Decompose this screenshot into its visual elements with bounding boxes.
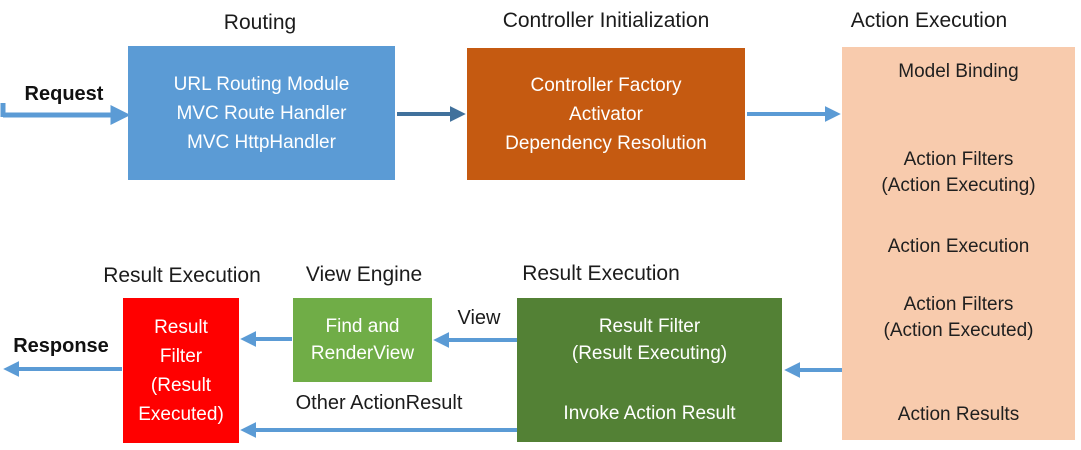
controller-box-line: Controller Factory (530, 74, 682, 96)
controller-initialization-stage-title: Controller Initialization (502, 9, 710, 32)
action-box-line: Action Filters (903, 294, 1014, 315)
action-box-line: Action Filters (903, 149, 1014, 170)
action-execution-box: Model Binding Action Filters (Action Exe… (842, 47, 1075, 440)
view-engine-box-line: RenderView (310, 343, 415, 364)
request-label: Request (24, 83, 104, 105)
result-final-box-line: Result (154, 316, 208, 338)
result-final-box-line: Filter (159, 345, 203, 367)
routing-box-line: MVC HttpHandler (187, 131, 336, 153)
other-actionresult-edge-label: Other ActionResult (295, 392, 463, 414)
result-filter-box-line: (Result Executing) (571, 343, 728, 364)
result-filter-executed-box: Result Filter (Result Executed) (123, 298, 239, 443)
result-execution-final-stage-title: Result Execution (103, 264, 261, 287)
action-box-line: Action Results (897, 404, 1020, 425)
response-label: Response (13, 335, 109, 357)
result-execution-filter-stage-title: Result Execution (522, 262, 680, 285)
routing-box-line: MVC Route Handler (176, 102, 347, 124)
action-box-line: (Action Executed) (883, 320, 1034, 341)
controller-initialization-box: Controller Factory Activator Dependency … (467, 48, 745, 180)
action-box-line: (Action Executing) (881, 175, 1036, 196)
routing-box: URL Routing Module MVC Route Handler MVC… (128, 46, 395, 180)
result-filter-box-line: Result Filter (598, 316, 701, 337)
action-box-line: Model Binding (898, 61, 1019, 82)
routing-stage-title: Routing (223, 11, 297, 34)
action-box-line: Action Execution (887, 236, 1030, 257)
controller-box-line: Dependency Resolution (505, 132, 707, 154)
result-filter-executing-box: Result Filter (Result Executing) Invoke … (517, 298, 782, 442)
controller-box-line: Activator (569, 103, 643, 125)
action-execution-stage-title: Action Execution (850, 9, 1008, 32)
result-final-box-line: Executed) (138, 403, 224, 425)
routing-box-line: URL Routing Module (173, 73, 350, 95)
view-engine-stage-title: View Engine (305, 263, 423, 286)
view-engine-box-line: Find and (325, 316, 400, 337)
view-engine-box: Find and RenderView (293, 298, 432, 382)
result-filter-box-line: Invoke Action Result (563, 403, 736, 424)
result-final-box-line: (Result (150, 374, 212, 396)
view-edge-label: View (457, 307, 501, 329)
